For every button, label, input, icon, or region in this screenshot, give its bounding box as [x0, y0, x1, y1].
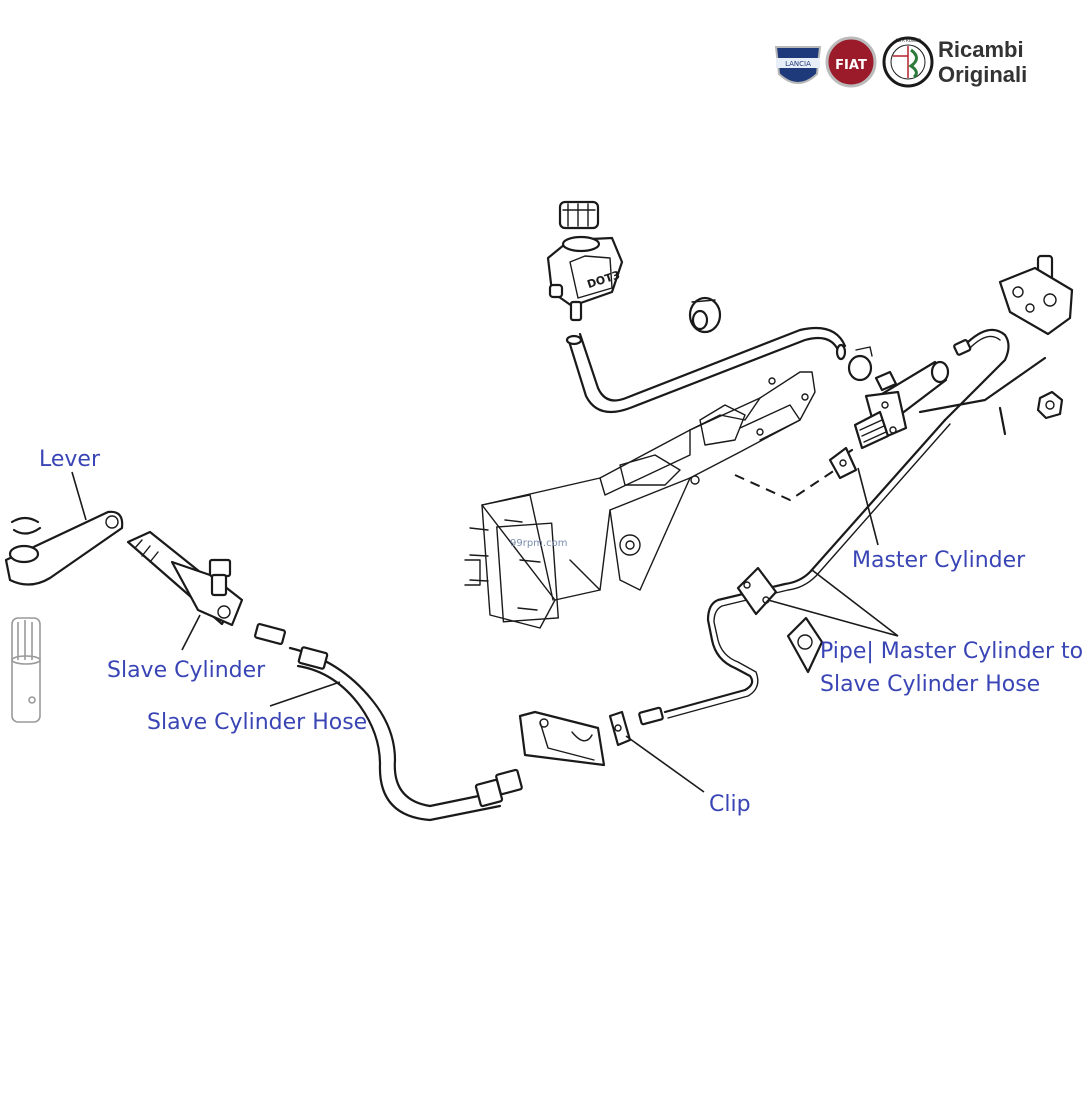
svg-text:ALFA ROMEO: ALFA ROMEO: [895, 38, 921, 43]
lancia-logo: LANCIA: [774, 46, 822, 84]
lock-nut: [1036, 390, 1064, 420]
master-cylinder: [828, 360, 950, 480]
flange-gasket: [786, 616, 824, 674]
grommet: [688, 296, 722, 334]
label-pipe-line2: Slave Cylinder Hose: [820, 672, 1040, 697]
svg-text:FIAT: FIAT: [835, 58, 867, 73]
hose-bracket: [518, 710, 606, 767]
assembly-dashed-line: [734, 469, 836, 502]
fluid-reservoir: DOT3: [546, 200, 624, 322]
release-lever: [4, 510, 124, 586]
brand-logos: LANCIA FIAT ALFA ROMEO: [774, 36, 934, 88]
label-master-cylinder: Master Cylinder: [852, 548, 1026, 573]
slave-cylinder: [126, 530, 244, 627]
label-slave-cylinder-hose: Slave Cylinder Hose: [147, 710, 367, 735]
svg-text:LANCIA: LANCIA: [785, 60, 811, 68]
pipe-clip: [608, 710, 632, 747]
brand-line1: Ricambi: [938, 37, 1024, 62]
clutch-pipe: [638, 418, 951, 726]
firewall-outline: [918, 356, 1047, 414]
pedal-fitting: [998, 254, 1074, 336]
label-clip: Clip: [709, 792, 751, 817]
watermark: 99rpm.com: [510, 538, 567, 549]
fiat-logo: FIAT: [825, 36, 877, 88]
label-slave-cylinder: Slave Cylinder: [107, 658, 266, 683]
alfa-romeo-logo: ALFA ROMEO: [882, 36, 934, 88]
splined-shaft: [11, 617, 41, 723]
master-cylinder-feed-pipe: [943, 328, 1010, 422]
brand-line2: Originali: [938, 62, 1027, 87]
slave-cylinder-hose: [254, 622, 523, 822]
hose-clamp: [847, 346, 873, 382]
pedal-bracket-housing: [464, 371, 816, 629]
label-pipe-line1: Pipe| Master Cylinder to: [820, 639, 1083, 664]
leader-lines: [71, 467, 899, 793]
label-lever: Lever: [39, 447, 101, 472]
reservoir-hose: [565, 326, 847, 414]
